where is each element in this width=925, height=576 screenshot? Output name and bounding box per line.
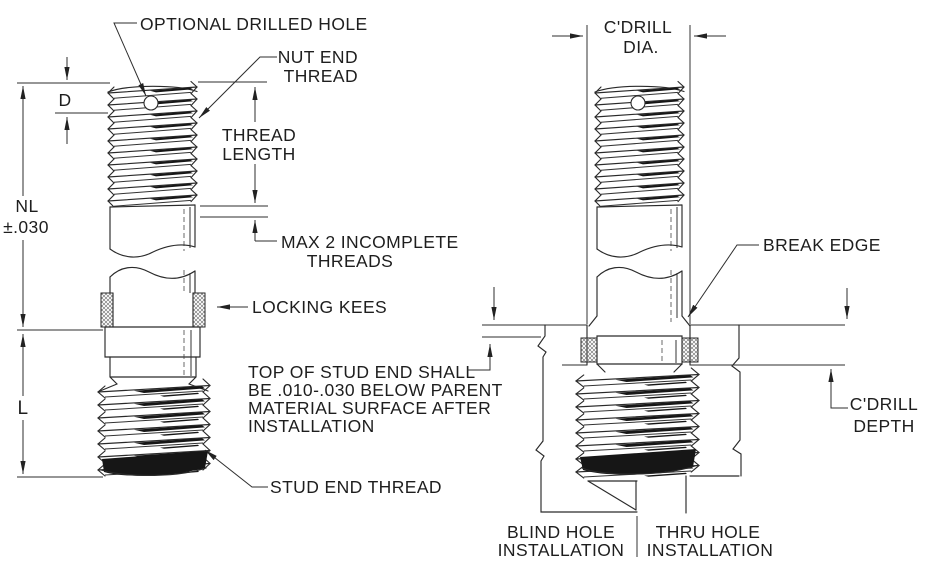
dimension-d: D — [17, 57, 110, 144]
installed-stud-lower — [575, 335, 700, 479]
dim-nl-tolerance: ±.030 — [3, 217, 49, 237]
dim-nl-label: NL — [15, 196, 38, 216]
callout-stud-end-note: TOP OF STUD END SHALL BE .010-.030 BELOW… — [248, 362, 503, 436]
callout-locking-kees: LOCKING KEES — [217, 297, 387, 317]
cdrill-dia-label-line2: DIA. — [623, 37, 659, 57]
stud-end-note-line1: TOP OF STUD END SHALL — [248, 362, 476, 382]
thru-hole-caption-line1: THRU HOLE — [656, 522, 761, 542]
thread-length-label-line2: LENGTH — [222, 144, 295, 164]
callout-optional-drilled-hole: OPTIONAL DRILLED HOLE — [113, 14, 368, 97]
thru-hole-caption-line2: INSTALLATION — [647, 540, 774, 560]
locking-kees-section — [100, 292, 206, 328]
locking-kee-right-installed — [681, 337, 699, 363]
stud-end-note-line4: INSTALLATION — [248, 416, 375, 436]
dim-d-label: D — [58, 90, 71, 110]
stud-end-thread-section — [97, 378, 211, 477]
collar-section — [99, 326, 209, 392]
locking-kee-left-installed — [580, 337, 598, 363]
dimension-l: L — [17, 329, 103, 478]
optional-drilled-hole-label: OPTIONAL DRILLED HOLE — [140, 14, 368, 34]
cdrill-dia-label-line1: C'DRILL — [604, 17, 672, 37]
blind-hole-bottom — [587, 480, 638, 511]
locking-kee-right — [192, 292, 206, 328]
stud-end-note-line2: BE .010-.030 BELOW PARENT — [248, 380, 503, 400]
shank-upper — [109, 204, 196, 258]
shank-lower — [109, 266, 196, 294]
nut-end-thread-label-line1: NUT END — [278, 47, 358, 67]
stud-end-thread-label: STUD END THREAD — [270, 477, 442, 497]
dimension-cdrill-dia: C'DRILL DIA. — [552, 17, 726, 324]
callout-max-incomplete-threads: MAX 2 INCOMPLETE THREADS — [200, 205, 459, 271]
stud-end-note-line3: MATERIAL SURFACE AFTER — [248, 398, 491, 418]
installation-captions: BLIND HOLE INSTALLATION THRU HOLE INSTAL… — [498, 516, 774, 560]
dim-l-label: L — [18, 398, 29, 419]
locking-kees-label: LOCKING KEES — [252, 297, 387, 317]
dimension-cdrill-depth: C'DRILL DEPTH — [562, 288, 918, 436]
optional-drilled-hole-feature-right — [630, 95, 646, 111]
max-incomplete-label-line2: THREADS — [307, 251, 393, 271]
break-edge-label: BREAK EDGE — [763, 235, 881, 255]
locking-kee-left — [100, 292, 114, 328]
optional-drilled-hole-feature — [143, 95, 159, 111]
callout-nut-end-thread: NUT END THREAD — [198, 47, 358, 119]
nut-end-thread-label-line2: THREAD — [284, 66, 358, 86]
max-incomplete-label-line1: MAX 2 INCOMPLETE — [281, 232, 459, 252]
dimension-nl: NL ±.030 — [3, 86, 49, 327]
cdrill-depth-label-line1: C'DRILL — [850, 394, 918, 414]
thread-length-label-line1: THREAD — [222, 125, 296, 145]
callout-break-edge: BREAK EDGE — [687, 235, 881, 318]
dimension-stud-top-offset — [467, 287, 587, 371]
installation-view: C'DRILL DIA. — [467, 17, 918, 560]
blind-hole-caption-line2: INSTALLATION — [498, 540, 625, 560]
installed-stud-upper — [588, 82, 691, 327]
cdrill-depth-label-line2: DEPTH — [853, 416, 914, 436]
nut-end-thread-section — [107, 82, 198, 208]
stud-view: D NL ±.030 L THREAD LENGTH — [3, 14, 503, 497]
dimension-thread-length: THREAD LENGTH — [198, 81, 296, 203]
callout-stud-end-thread: STUD END THREAD — [204, 449, 442, 497]
blind-hole-caption-line1: BLIND HOLE — [507, 522, 615, 542]
